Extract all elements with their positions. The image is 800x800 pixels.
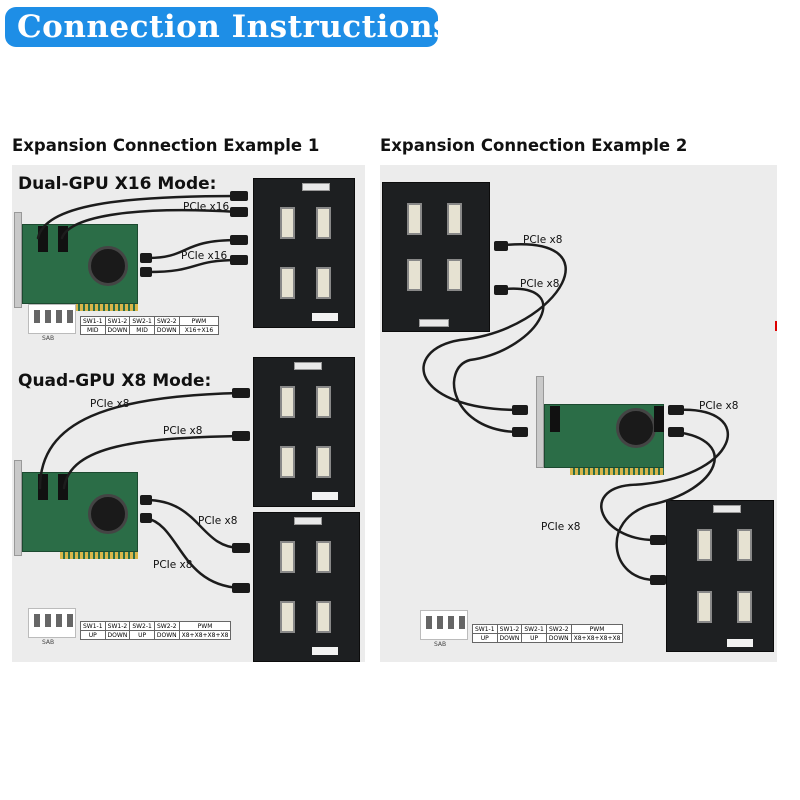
cable-label-x8-4: PCIe x8 (153, 559, 193, 571)
cable-plug (512, 427, 528, 437)
dip-switch-icon (28, 304, 76, 334)
quad-gpu-mode-label: Quad-GPU X8 Mode: (18, 371, 212, 391)
cable-ex2-1 (422, 243, 567, 412)
gpu-board-ex2-bottom (666, 500, 774, 652)
switch-table-dual: SW1-1 SW1-2 SW2-1 SW2-2 PWM MID DOWN MID… (80, 316, 220, 335)
cable-plug (668, 427, 684, 437)
cable-ex2-3 (600, 408, 730, 542)
sab-label: SAB (434, 641, 447, 648)
cable-dual-3 (146, 238, 240, 260)
cable-plug (512, 405, 528, 415)
cable-plug (232, 431, 250, 441)
sw-value: DOWN (104, 325, 131, 335)
cable-plug (650, 575, 666, 585)
cable-plug (232, 388, 250, 398)
switch-table-ex2: SW1-1 SW1-2 SW2-1 SW2-2 PWM UP DOWN UP D… (472, 624, 624, 643)
example2-title: Expansion Connection Example 2 (380, 136, 688, 155)
cable-label-x8-2: PCIe x8 (163, 425, 203, 437)
example1-title: Expansion Connection Example 1 (12, 136, 320, 155)
sw-value: X16+X16 (178, 325, 220, 335)
page-title: Connection Instructions (17, 9, 451, 45)
sw-value: X8+X8+X8+X8 (570, 633, 624, 643)
cable-plug (650, 535, 666, 545)
ex2-cable-label-3: PCIe x8 (699, 400, 739, 412)
cable-plug (230, 255, 248, 265)
cable-plug (140, 253, 152, 263)
switch-table-quad: SW1-1 SW1-2 SW2-1 SW2-2 PWM UP DOWN UP D… (80, 621, 232, 640)
cable-plug (140, 495, 152, 505)
cable-label-x16-2: PCIe x16 (181, 250, 228, 262)
cable-plug (668, 405, 684, 415)
cable-quad-4 (144, 516, 242, 590)
cable-plug (494, 241, 508, 251)
cable-plug (140, 513, 152, 523)
sab-label: SAB (42, 335, 55, 342)
cable-quad-3 (144, 498, 242, 550)
cable-dual-4 (146, 258, 240, 274)
sw-value: DOWN (496, 633, 523, 643)
cable-ex2-2 (453, 287, 545, 434)
cable-dual-1 (36, 194, 240, 240)
dual-gpu-mode-label: Dual-GPU X16 Mode: (18, 174, 217, 194)
cable-ex2-4 (615, 430, 716, 582)
cable-dual-2 (60, 208, 240, 240)
cable-plug (140, 267, 152, 277)
red-marker (775, 321, 777, 331)
gpu-board-quad-top (253, 357, 355, 507)
dip-switch-icon (420, 610, 468, 640)
ex2-cable-label-2: PCIe x8 (520, 278, 560, 290)
title-banner: Connection Instructions (5, 7, 450, 47)
cable-quad-2 (62, 434, 242, 490)
gpu-board-ex2-top (382, 182, 490, 332)
cable-plug (230, 207, 248, 217)
gpu-board-quad-bottom (253, 512, 360, 662)
ex2-cable-label-4: PCIe x8 (541, 521, 581, 533)
cable-label-x8-3: PCIe x8 (198, 515, 238, 527)
cable-plug (230, 235, 248, 245)
dip-switch-icon (28, 608, 76, 638)
cable-plug (494, 285, 508, 295)
cable-plug (230, 191, 248, 201)
sab-label: SAB (42, 639, 55, 646)
sw-value: DOWN (104, 630, 131, 640)
ex2-cable-label-1: PCIe x8 (523, 234, 563, 246)
cable-quad-1 (38, 391, 242, 490)
sw-value: X8+X8+X8+X8 (178, 630, 232, 640)
cable-plug (232, 543, 250, 553)
gpu-board-dual (253, 178, 355, 328)
cable-plug (232, 583, 250, 593)
